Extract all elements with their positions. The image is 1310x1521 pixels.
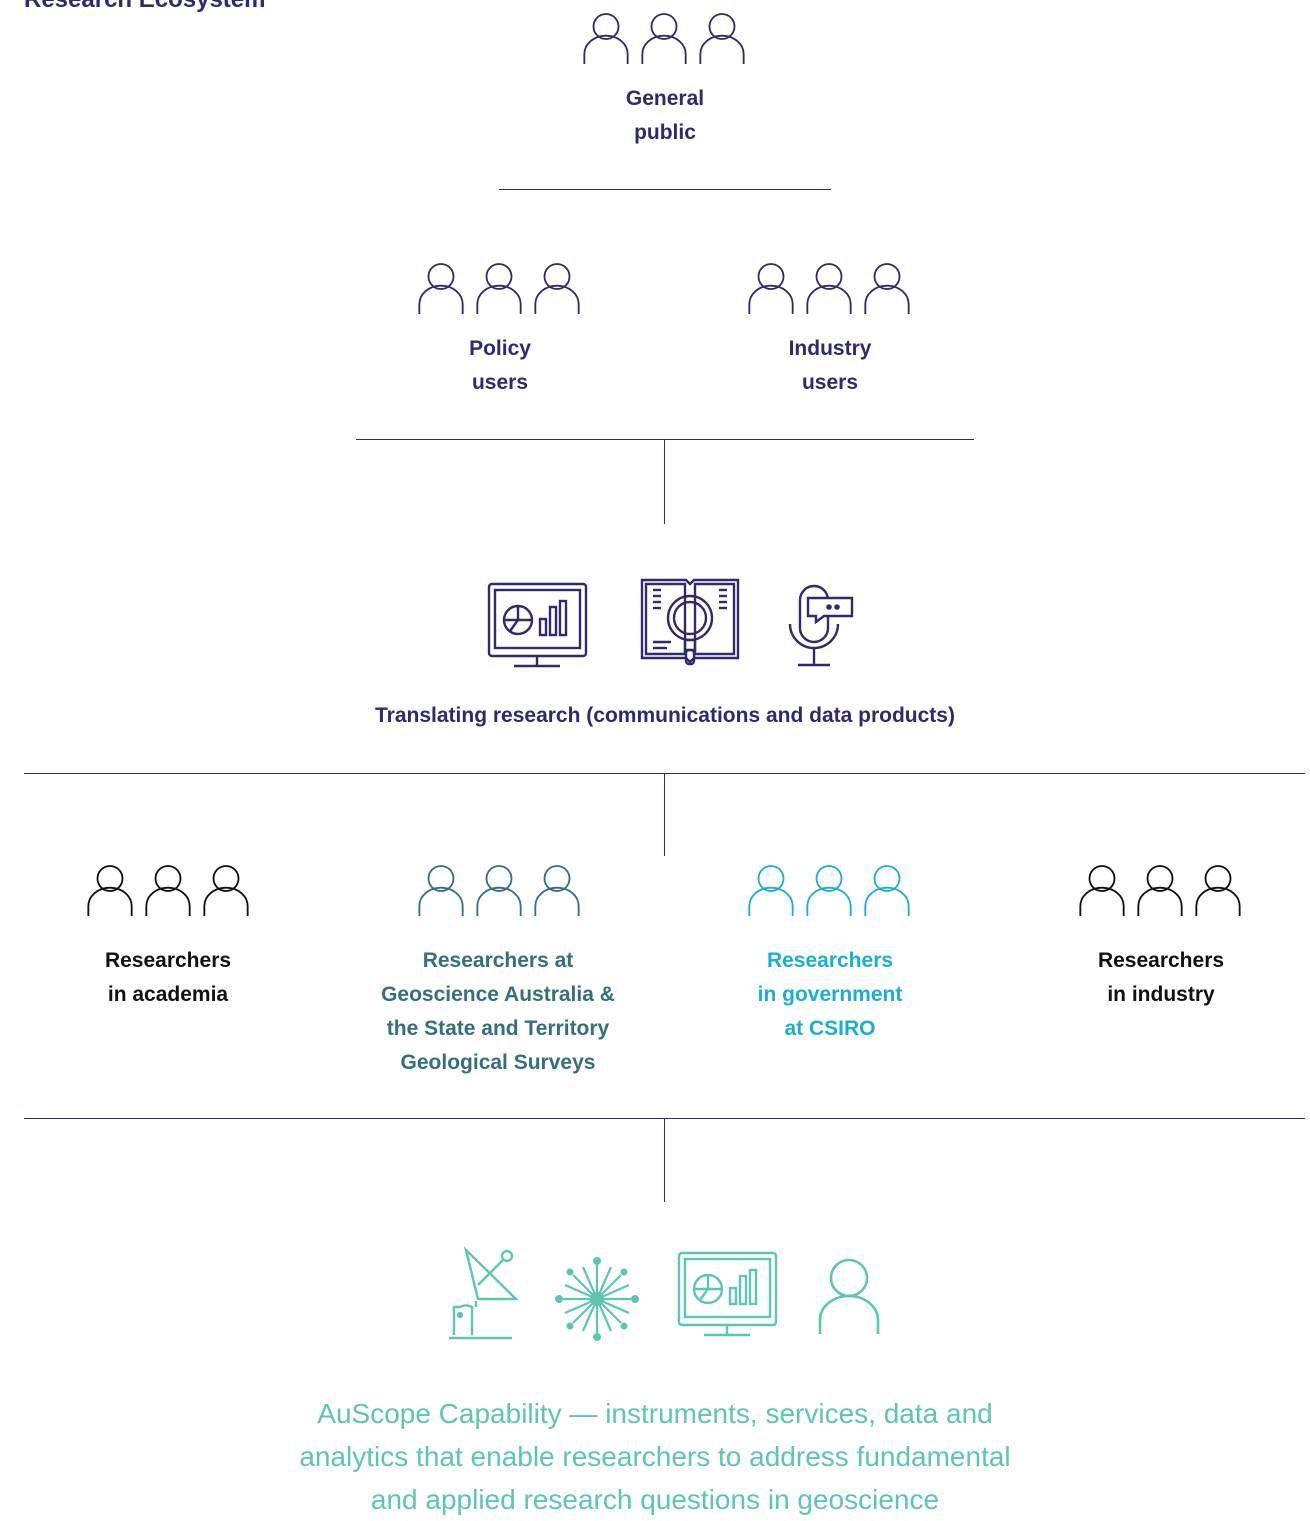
industry-users-label: Industry users xyxy=(788,337,872,394)
people-group-icon xyxy=(87,864,249,918)
people-group-icon xyxy=(418,864,580,918)
people-group-icon xyxy=(1079,864,1241,918)
people-group-icon xyxy=(418,262,580,316)
policy-users-label: Policy users xyxy=(469,337,531,394)
connector-translating xyxy=(664,774,665,856)
researchers-ga-label: Researchers at Geoscience Australia & th… xyxy=(381,949,615,1074)
divider-top xyxy=(499,189,831,190)
book-magnifier-icon xyxy=(640,578,740,666)
divider-researchers xyxy=(24,1118,1305,1119)
satellite-dish-icon xyxy=(449,1246,519,1340)
dashboard-monitor-icon xyxy=(677,1251,778,1337)
network-hub-icon xyxy=(555,1257,639,1341)
people-group-icon xyxy=(748,864,910,918)
translating-research-label: Translating research (communications and… xyxy=(375,704,955,727)
people-group-icon xyxy=(748,262,910,316)
connector-users xyxy=(664,440,665,524)
dashboard-monitor-icon xyxy=(487,582,588,668)
divider-users xyxy=(356,439,974,440)
people-group-icon xyxy=(583,12,745,66)
microphone-chat-icon xyxy=(788,584,854,667)
researchers-academia-label: Researchers in academia xyxy=(104,949,232,1006)
page-title: Research Ecosystem xyxy=(24,0,265,14)
divider-translating xyxy=(24,773,1305,774)
auscope-capability-caption: AuScope Capability — instruments, servic… xyxy=(299,1398,1011,1515)
person-icon xyxy=(818,1258,880,1334)
general-public-label: General public xyxy=(625,87,705,144)
researchers-csiro-label: Researchers in government at CSIRO xyxy=(757,949,903,1040)
connector-researchers xyxy=(664,1119,665,1202)
researchers-industry-label: Researchers in industry xyxy=(1097,949,1225,1006)
